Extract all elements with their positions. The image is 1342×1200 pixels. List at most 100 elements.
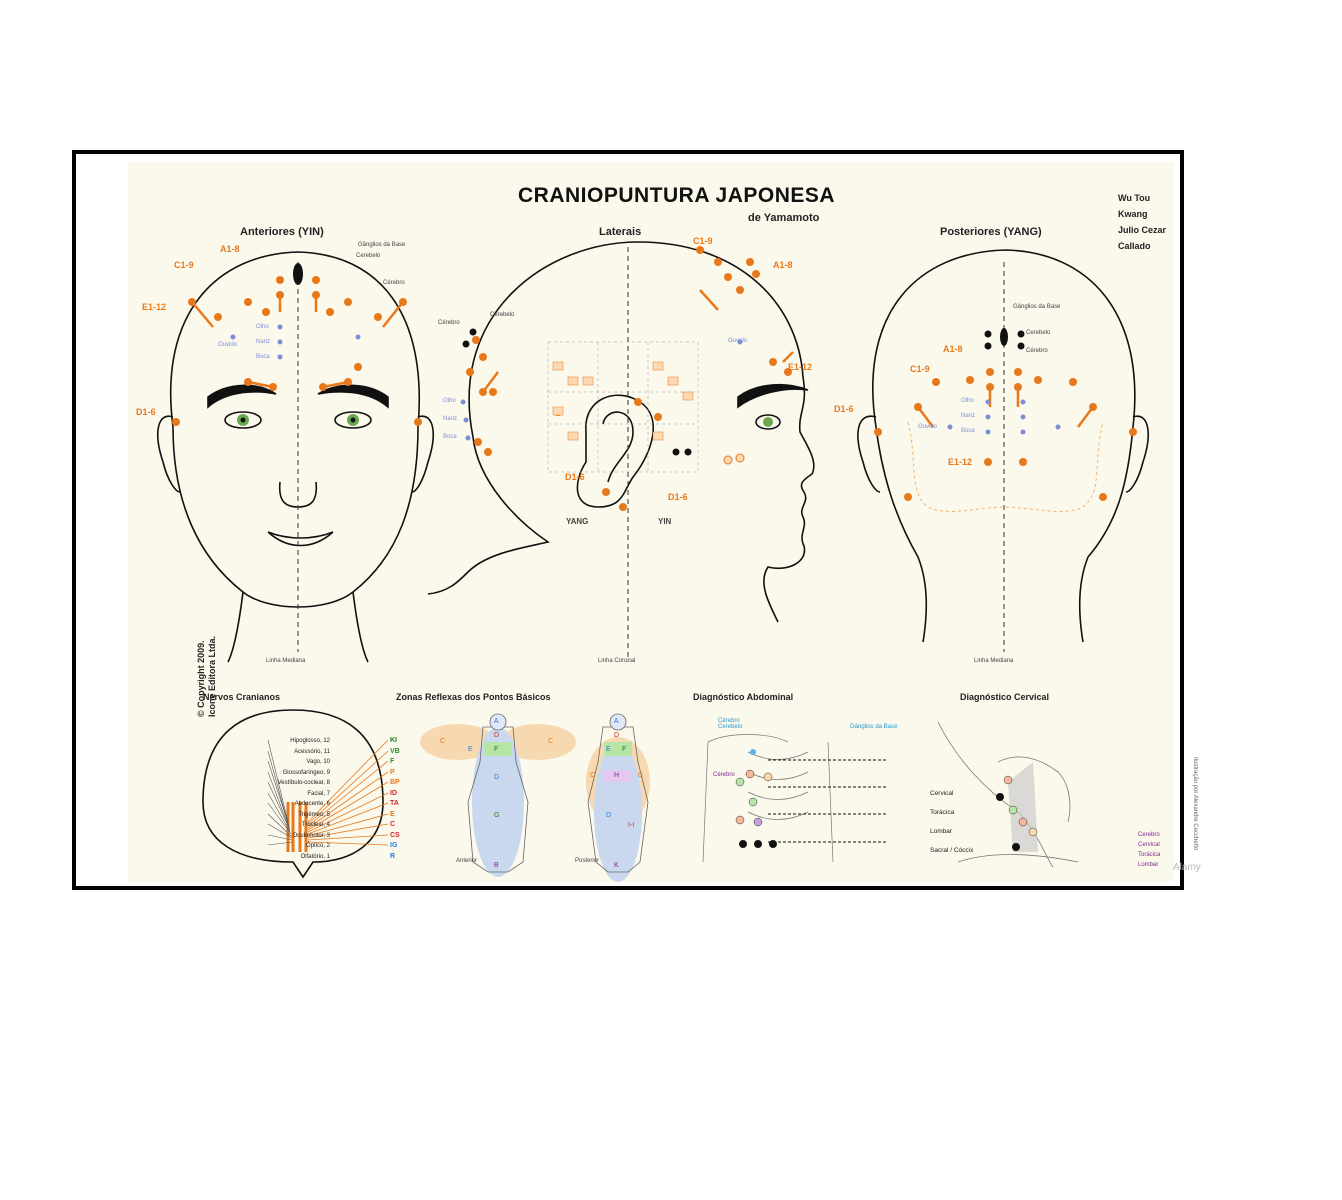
lateral-olho-label: Olho <box>443 398 456 404</box>
reflex-back-body <box>586 713 650 882</box>
cervical-legend-item: Cervical <box>1138 842 1160 848</box>
reflex-front-letter: F <box>494 746 499 753</box>
page-title: CRANIOPUNTURA JAPONESA <box>518 184 836 207</box>
reflex-front-letter: A <box>494 718 499 725</box>
reflex-back-letter: C <box>638 772 644 779</box>
reflex-back-letter: F <box>622 746 627 753</box>
illustration-credit: Ilustração por Alexandre Cecchetto <box>1192 757 1198 851</box>
lateral-label-e: E1-12 <box>788 362 813 372</box>
reflex-back-letter: A <box>614 718 619 725</box>
nerve-code: BP <box>390 779 400 786</box>
posterior-points <box>874 368 1137 501</box>
abdominal-zone: Sacral / Cóccix <box>930 847 974 854</box>
abdominal-zone: Cervical <box>930 790 954 797</box>
abdominal-ganglia: Gânglios da Base <box>850 724 898 730</box>
nerves-diagram <box>202 709 384 879</box>
nerve-name: Vestíbulo-coclear, 8 <box>277 780 330 786</box>
nerve-code: KI <box>390 737 397 744</box>
anterior-ganglia-label: Gânglios da Base <box>358 242 406 248</box>
abdominal-cerebro: Cérebro <box>713 772 735 778</box>
abdominal-points <box>735 749 777 848</box>
section-anterior: Anteriores (YIN) <box>240 226 324 238</box>
reflex-front-letter: G <box>494 812 500 819</box>
reflex-back-letter: I-I <box>628 822 635 829</box>
abdominal-zone: Torácica <box>930 809 955 816</box>
cervical-points <box>996 775 1038 851</box>
cervical-legend-item: Lombar <box>1138 862 1159 868</box>
nerve-name: Trigêmeo, 5 <box>298 811 330 818</box>
anterior-label-d: D1-6 <box>136 407 156 417</box>
author-1: Wu Tou Kwang <box>1118 193 1151 219</box>
posterior-boca-label: Boca <box>961 428 975 434</box>
nerve-name: Hipoglosso, 12 <box>290 738 330 744</box>
posterior-ganglia-label: Gânglios da Base <box>1013 304 1061 310</box>
posterior-label-c: C1-9 <box>910 364 930 374</box>
anterior-label-a: A1-8 <box>220 244 240 254</box>
cervical-legend-item: Cerebro <box>1138 832 1160 838</box>
cervical-legend-item: Torácica <box>1138 852 1161 858</box>
page-subtitle: de Yamamoto <box>748 212 820 224</box>
lateral-yin-label: YIN <box>658 517 672 526</box>
nerve-name: Óptico, 2 <box>305 843 330 849</box>
lateral-boca-label: Boca <box>443 434 457 440</box>
reflex-front-caption: Anterior <box>456 858 478 864</box>
posterior-cerebro-label: Cérebro <box>1026 348 1048 354</box>
anterior-cerebro-label: Cérebro <box>383 280 405 286</box>
nerve-code: CS <box>390 831 400 839</box>
reflex-front-letter: E <box>468 746 473 753</box>
anterior-nariz-label: Nariz <box>256 339 271 345</box>
abdominal-cerebro-cerebelo: Cérebro Cerebelo <box>718 718 743 730</box>
cervical-legend: Cerebro Cervical Torácica Lombar <box>1138 830 1160 870</box>
lateral-label-a: A1-8 <box>773 260 793 270</box>
nerve-code: R <box>390 852 396 860</box>
section-reflex: Zonas Reflexas dos Pontos Básicos <box>396 692 551 702</box>
nerve-code: TA <box>390 800 399 807</box>
nerve-code: IG <box>390 842 398 849</box>
nerve-name: Oculomotor, 3 <box>292 832 330 839</box>
posterior-cerebelo-label: Cerebelo <box>1026 330 1051 336</box>
section-abdominal: Diagnóstico Abdominal <box>693 692 794 702</box>
lateral-ouvido-label: Ouvido <box>728 338 748 344</box>
abdominal-zone: Lombar <box>930 828 953 835</box>
nerve-name: Acessório, 11 <box>294 748 330 755</box>
copyright-line-2: Icone Editora Ltda. <box>207 635 217 717</box>
lateral-points <box>466 246 792 511</box>
posterior-olho-label: Olho <box>961 398 974 404</box>
anterior-label-e: E1-12 <box>142 302 167 312</box>
nerve-code: E <box>390 810 395 818</box>
lateral-label-d1: D1-6 <box>565 472 585 482</box>
reflex-back-caption: Posterior <box>575 858 600 864</box>
nerve-name: Olfatório, 1 <box>300 853 330 860</box>
anterior-boca-label: Boca <box>256 354 270 360</box>
nerve-code: C <box>390 821 396 828</box>
reflex-back-letter: H <box>614 772 620 779</box>
anterior-ouvido-label: Ouvido <box>218 342 238 348</box>
author-2: Julio Cezar Callado <box>1118 225 1167 251</box>
reflex-front-letter: C <box>440 738 446 745</box>
lateral-head <box>427 241 815 623</box>
reflex-front-body <box>420 713 576 877</box>
lateral-yang-label: YANG <box>566 517 589 526</box>
nerve-name: Glossofaríngeo, 9 <box>282 769 330 776</box>
lateral-cerebro-label: Cérebro <box>438 320 460 326</box>
posterior-midline-label: Linha Mediana <box>974 658 1014 664</box>
section-cervical: Diagnóstico Cervical <box>960 692 1050 702</box>
craniopuncture-card: CRANIOPUNTURA JAPONESA de Yamamoto Wu To… <box>128 162 1201 882</box>
reflex-front-letter: D <box>494 774 500 781</box>
lateral-label-d2: D1-6 <box>668 492 688 502</box>
reflex-front-letter: D <box>494 732 500 739</box>
diagram-canvas <box>157 241 1149 882</box>
posterior-ouvido-label: Ouvido <box>918 424 938 430</box>
posterior-head <box>857 249 1149 643</box>
copyright-line-1: © Copyright 2009. <box>196 640 206 717</box>
posterior-label-e: E1-12 <box>948 457 973 467</box>
nerve-code: ID <box>390 789 397 797</box>
abdominal-zones: Cervical Torácica Lombar Sacral / Cóccix <box>930 780 973 864</box>
anterior-cerebelo-label: Cerebelo <box>356 253 381 259</box>
reflex-front-letter: C <box>548 738 554 745</box>
nerve-code: P <box>390 768 395 776</box>
posterior-nariz-label: Nariz <box>961 413 976 419</box>
anterior-label-c: C1-9 <box>174 260 194 270</box>
nerve-name: Facial, 7 <box>307 790 330 797</box>
chart-frame: CRANIOPUNTURA JAPONESA de Yamamoto Wu To… <box>72 150 1201 890</box>
